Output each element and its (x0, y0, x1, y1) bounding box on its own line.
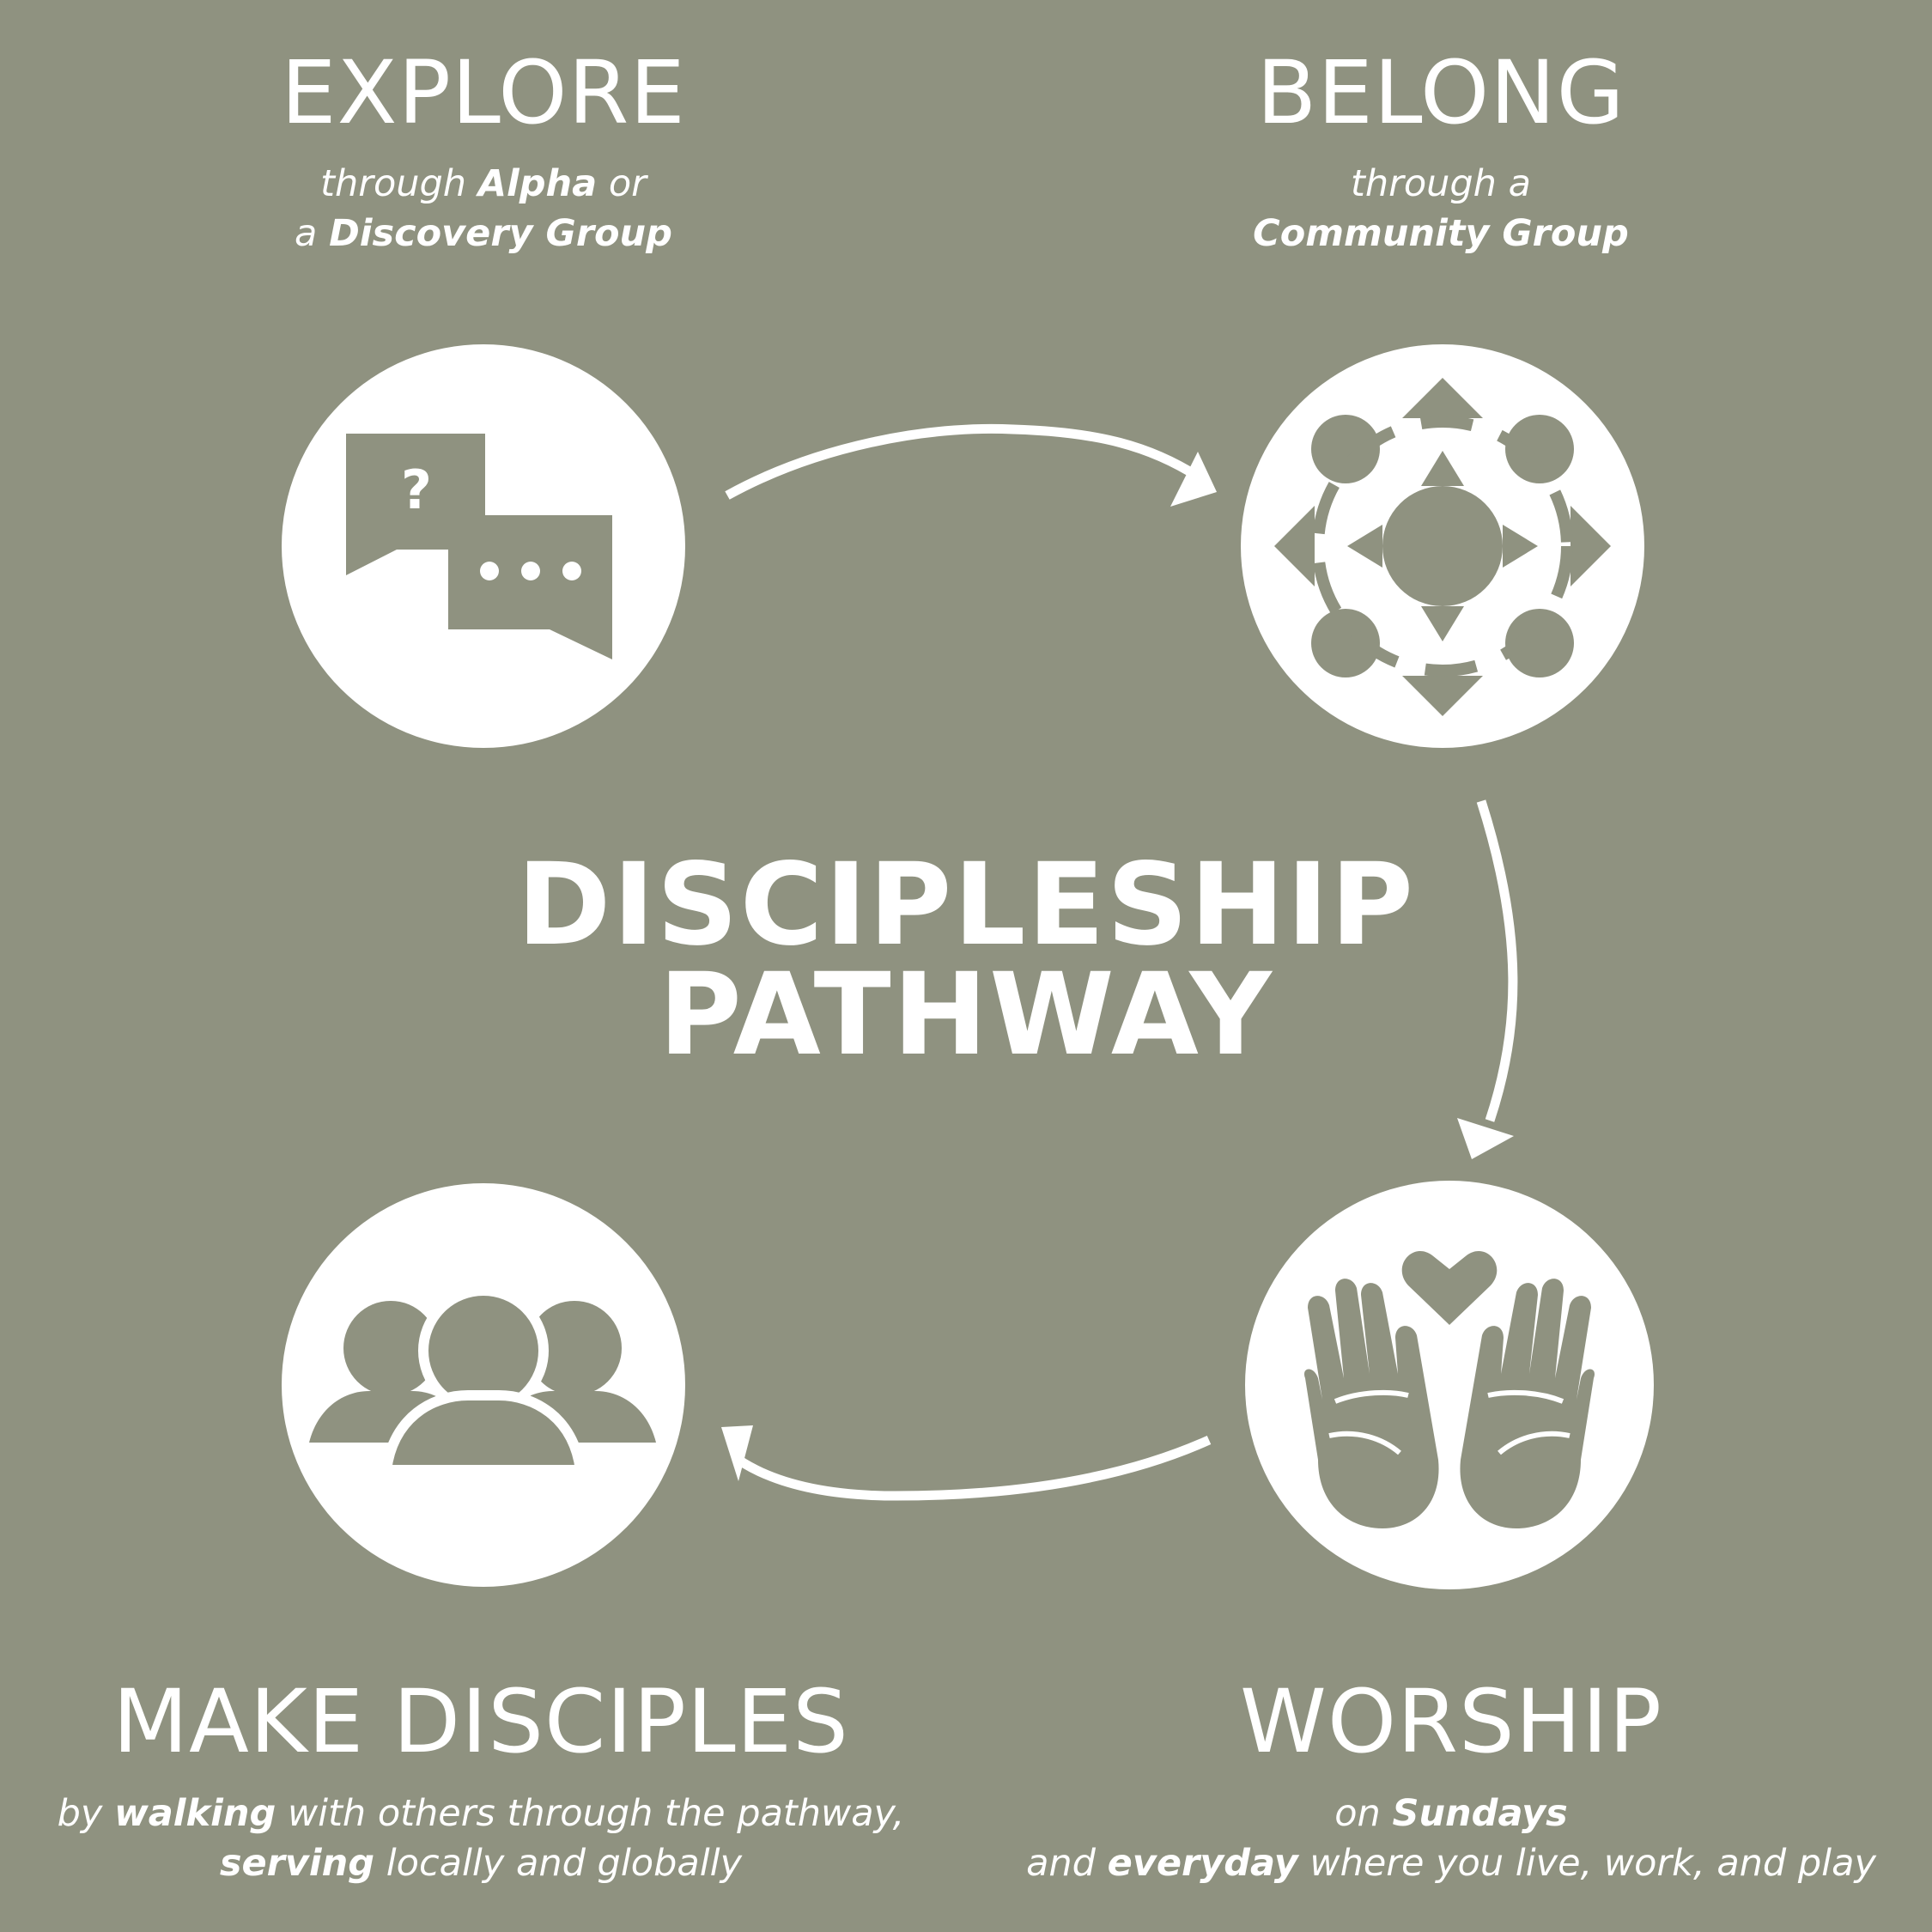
arrow-head-belong-to-worship (1457, 1118, 1514, 1159)
arrow-head-explore-to-belong (1170, 452, 1217, 507)
group-people-icon (309, 1285, 656, 1475)
make-disciples-subtitle-line-2: serving locally and globally (219, 1842, 743, 1885)
arrow-head-worship-to-make (721, 1425, 753, 1481)
speech-bubbles-icon: ? (346, 434, 612, 659)
community-network-icon (1274, 378, 1611, 716)
diagram-title-line-1: DISCIPLESHIP (516, 839, 1416, 971)
worship-icon-circle (1245, 1181, 1654, 1589)
diagram-title: DISCIPLESHIP PATHWAY (451, 839, 1481, 1081)
explore-title: EXPLORE (281, 42, 686, 144)
make-disciples-subtitle-line-1: by walking with others through the pathw… (57, 1792, 905, 1835)
explore-subtitle-line-1: through Alpha or (320, 162, 647, 205)
make-disciples-title: MAKE DISCIPLES (112, 1671, 849, 1773)
arrow-heads (721, 452, 1514, 1481)
worship-subtitle-line-1: on Sundays (1334, 1792, 1568, 1835)
arrow-worship-to-make (735, 1435, 1212, 1501)
make-disciples-icon-circle (282, 1183, 685, 1587)
belong-subtitle-line-2: Community Group (1253, 212, 1629, 255)
flow-arrows (725, 423, 1518, 1501)
belong-icon-circle (1241, 344, 1644, 748)
belong-subtitle: through a Community Group (1183, 159, 1698, 258)
explore-subtitle-line-2: a Discovery Group (295, 212, 672, 255)
hands-heart-icon (1303, 1250, 1595, 1528)
explore-icon-circle: ? (282, 344, 685, 748)
belong-title: BELONG (1256, 42, 1625, 144)
explore-subtitle: through Alpha or a Discovery Group (226, 159, 741, 258)
svg-text:?: ? (401, 459, 432, 521)
belong-subtitle-line-1: through a (1351, 162, 1531, 205)
worship-subtitle: on Sundays and everyday where you live, … (970, 1789, 1932, 1888)
arrow-explore-to-belong (725, 423, 1200, 500)
make-disciples-subtitle: by walking with others through the pathw… (17, 1789, 945, 1888)
arrow-belong-to-worship (1476, 799, 1518, 1122)
worship-title: WORSHIP (1239, 1671, 1663, 1773)
diagram-title-line-2: PATHWAY (659, 949, 1273, 1081)
worship-subtitle-line-2: and everyday where you live, work, and p… (1026, 1842, 1876, 1885)
